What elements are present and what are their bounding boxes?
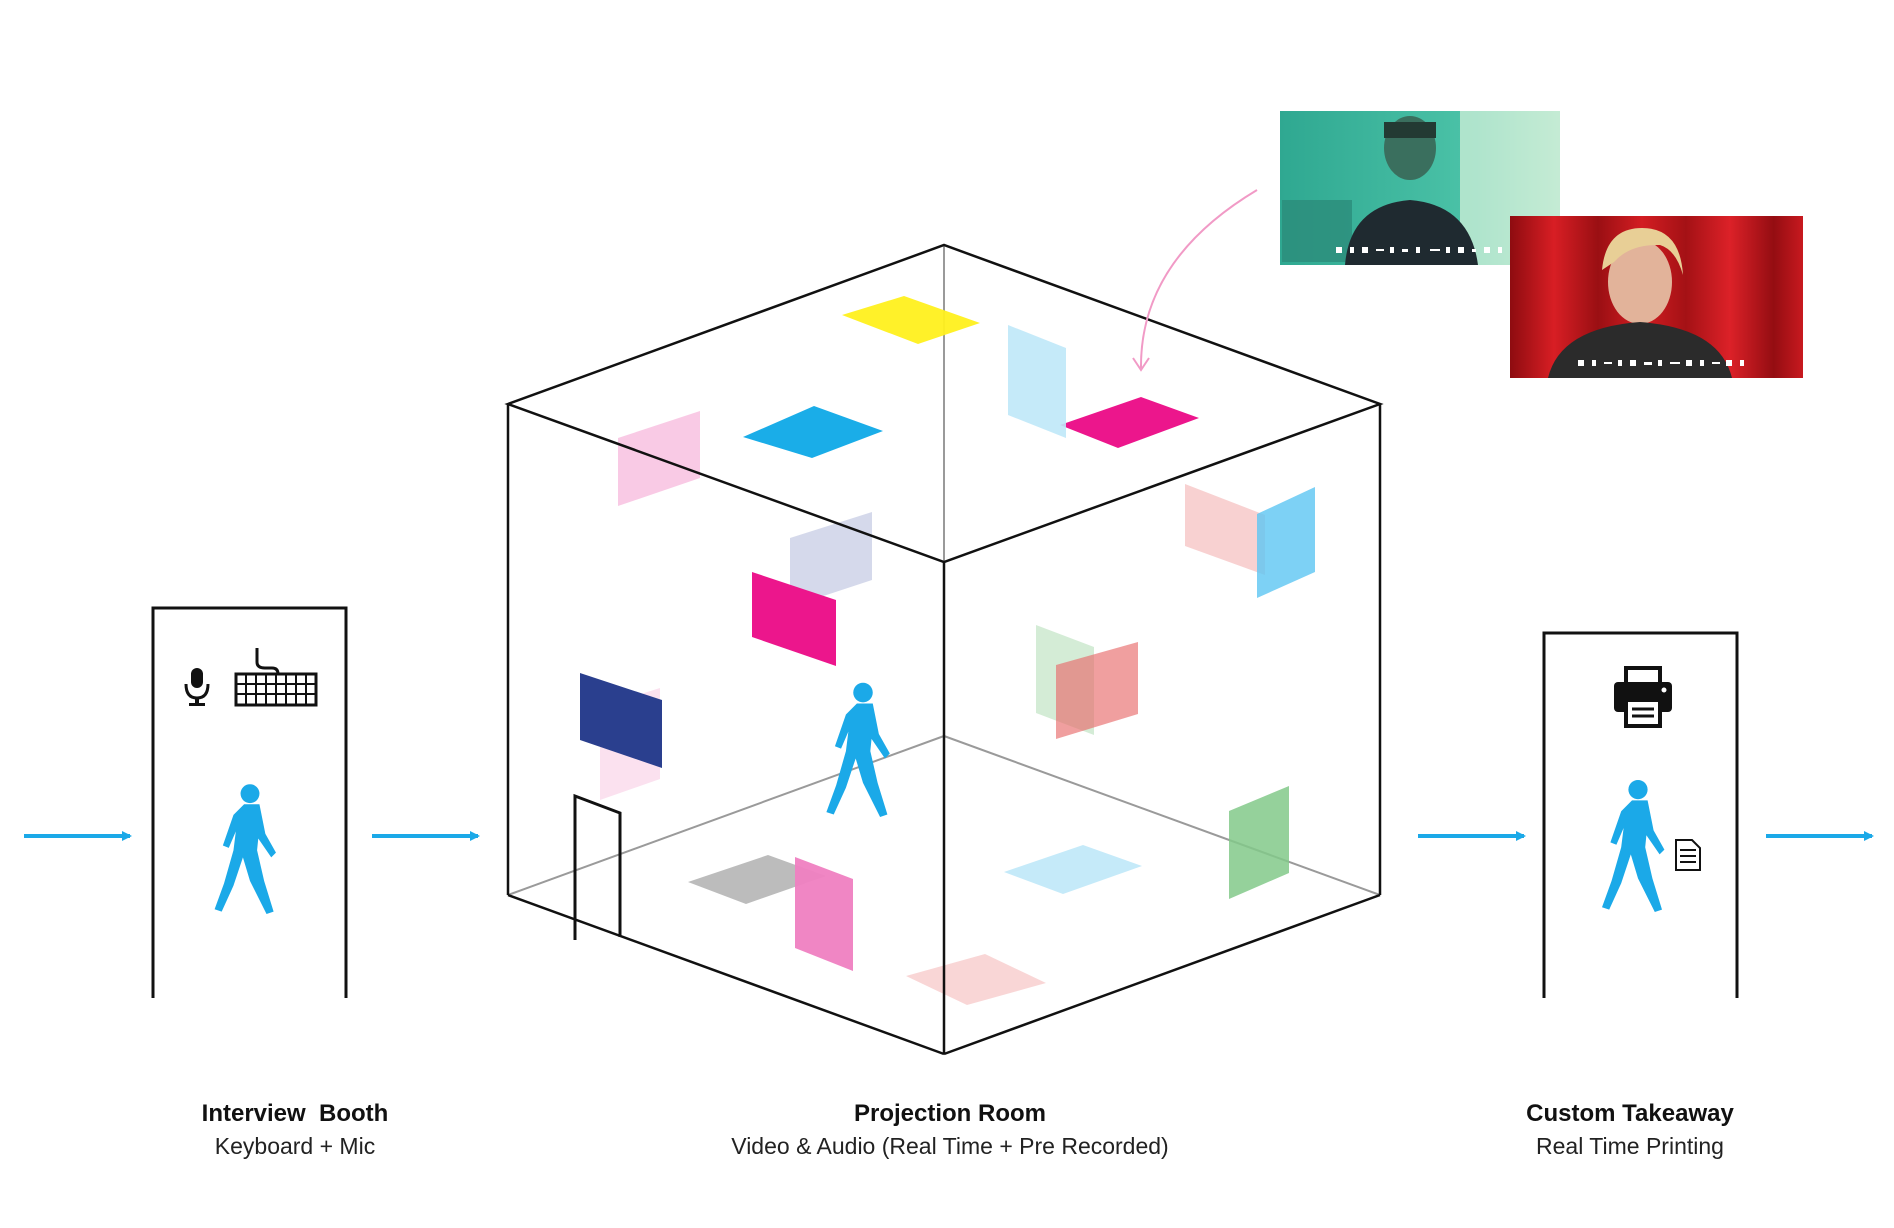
interview-video-woman [1510,216,1803,378]
projection-room-label: Projection Room Video & Audio (Real Time… [700,1098,1200,1162]
panel-green [1229,786,1289,899]
panel-pink-floor [795,857,853,971]
panel-yellow [842,296,980,344]
subtitle-glyphs [1336,247,1502,253]
projection-room-title: Projection Room [853,1100,1046,1127]
takeaway-outline [1542,631,1739,998]
projection-panels [580,296,1315,1005]
interview-booth-label: Interview Booth Keyboard + Mic [145,1098,445,1162]
interview-video-man [1280,111,1560,265]
custom-takeaway-title: Custom Takeaway [1526,1100,1734,1127]
walking-person-icon [1602,780,1665,912]
panel-salmon-right [1185,484,1265,575]
microphone-icon [184,668,210,706]
custom-takeaway-booth [1542,631,1739,998]
panel-magenta [752,572,836,666]
panel-gray [688,855,826,904]
booth-outline [151,606,348,998]
keyboard-icon [234,648,318,707]
interview-booth-subtitle: Keyboard + Mic [214,1133,376,1159]
walking-person-icon [826,682,890,817]
printer-icon [1614,666,1672,728]
projection-room [504,243,1384,1056]
panel-navy [580,673,662,768]
door-icon [573,793,622,940]
annotation-arrow [1132,189,1258,372]
custom-takeaway-subtitle: Real Time Printing [1536,1133,1724,1159]
panel-pink-floor-2 [906,954,1046,1005]
panel-lavender [790,512,872,607]
panel-skyblue-right [1257,487,1315,598]
walking-person-icon [214,784,276,914]
panel-lightblue-floor [1004,845,1142,894]
panel-salmon [1056,642,1138,739]
interview-booth-title: Interview Booth [201,1100,389,1127]
cube-front-edges [504,243,1384,1056]
interview-booth [151,606,348,998]
subtitle-glyphs [1578,360,1744,366]
panel-cyan [743,406,883,458]
panel-lightblue-top [1008,325,1066,438]
panel-magenta-top [1060,397,1199,448]
document-icon [1675,839,1701,871]
custom-takeaway-label: Custom Takeaway Real Time Printing [1480,1098,1780,1162]
projection-room-subtitle: Video & Audio (Real Time + Pre Recorded) [731,1133,1169,1159]
